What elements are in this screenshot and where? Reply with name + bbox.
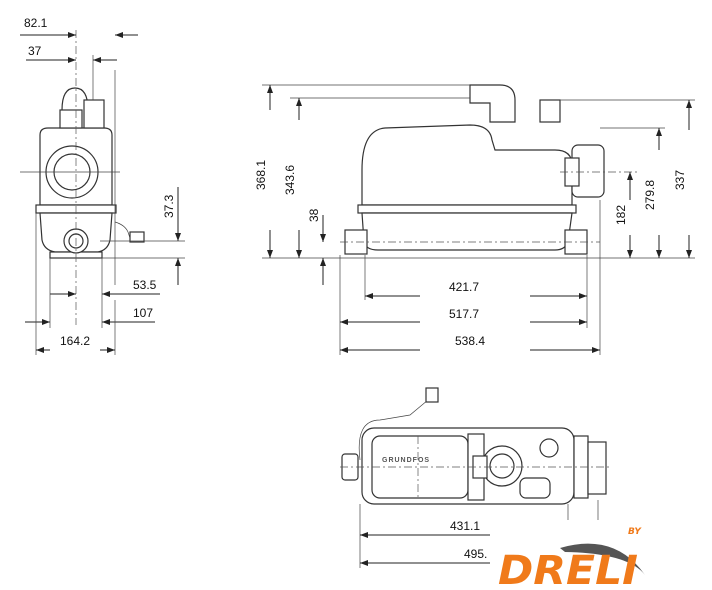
dim-517-7: 517.7 (449, 307, 479, 321)
dim-38: 38 (307, 208, 321, 222)
dim-53-5: 53.5 (133, 278, 157, 292)
dim-337: 337 (673, 170, 687, 190)
dim-495: 495. (464, 547, 487, 561)
front-view-dimensions: 82.1 37 37.3 53.5 107 164.2 (20, 16, 185, 355)
dim-107: 107 (133, 306, 153, 320)
dim-279-8: 279.8 (643, 180, 657, 210)
dim-164-2: 164.2 (60, 334, 90, 348)
top-view-dimensions: 431.1 495. (360, 519, 490, 566)
dim-421-7: 421.7 (449, 280, 479, 294)
logo-text: DRELI (498, 548, 638, 590)
side-view-dimensions: 368.1 343.6 38 182 279.8 337 421.7 517.7… (254, 84, 695, 355)
dim-431-1: 431.1 (450, 519, 480, 533)
brand-label: GRUNDFOS (382, 457, 430, 464)
dim-37: 37 (28, 44, 42, 58)
dim-37-3: 37.3 (162, 194, 176, 218)
dim-538-4: 538.4 (455, 334, 485, 348)
front-view (20, 30, 145, 325)
top-view: GRUNDFOS (340, 387, 610, 568)
dim-182: 182 (614, 205, 628, 225)
dreli-logo: DRELI BY (498, 527, 645, 590)
dim-343-6: 343.6 (283, 165, 297, 195)
dim-82-1: 82.1 (24, 16, 48, 30)
dim-368-1: 368.1 (254, 160, 268, 190)
side-view (340, 84, 640, 255)
logo-by: BY (628, 527, 642, 537)
